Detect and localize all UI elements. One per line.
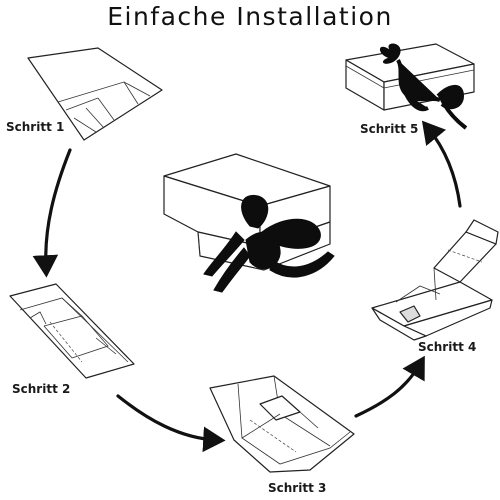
step1-label: Schritt 1 [6,120,65,134]
step2-box-folding-icon [9,283,135,379]
page-title: Einfache Installation [107,2,393,31]
step4-label: Schritt 4 [418,340,477,354]
arrow-step1-to-step2 [32,148,72,278]
arrow-step4-to-step5 [421,120,462,208]
step5-label: Schritt 5 [360,122,419,136]
arrow-step2-to-step3 [116,394,226,453]
arrow-step3-to-step4 [354,355,425,418]
step5-box-closed-icon [345,43,475,130]
step3-label: Schritt 3 [268,481,327,495]
center-gift-box-icon [163,153,335,293]
step3-box-half-folded-icon [209,375,355,473]
step2-label: Schritt 2 [12,382,71,396]
step1-flat-blank-icon [27,47,163,141]
step4-box-open-icon [371,219,499,341]
